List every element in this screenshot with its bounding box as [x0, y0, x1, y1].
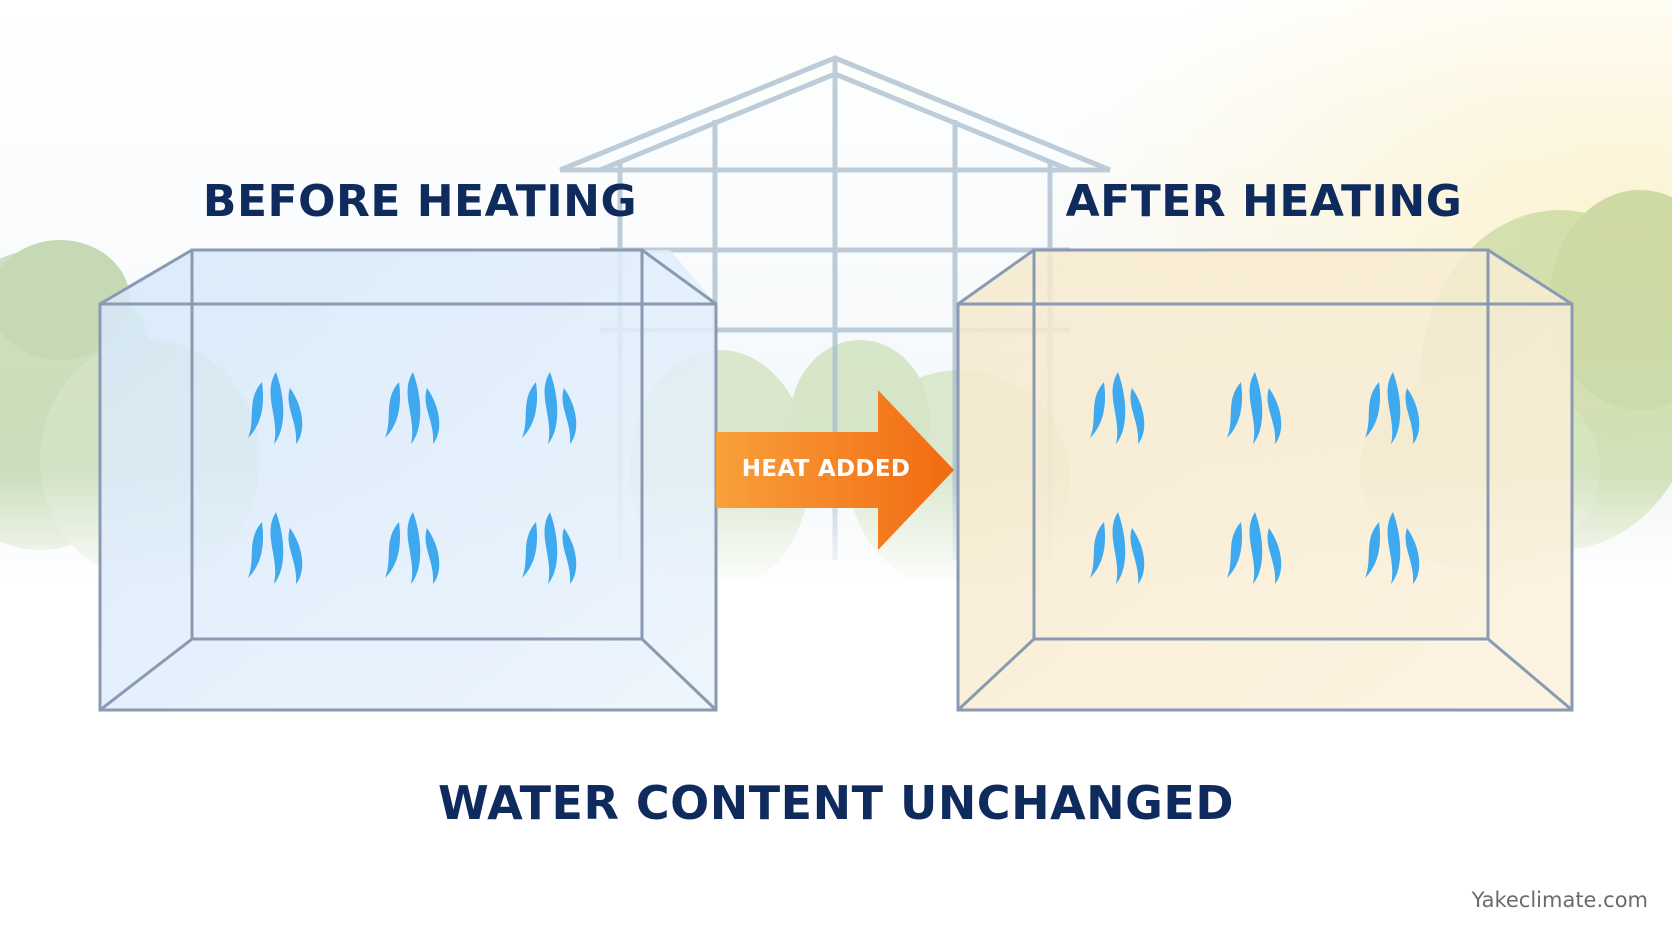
heat-arrow — [716, 390, 954, 550]
before-box — [98, 248, 718, 712]
after-box — [956, 248, 1574, 712]
after-heating-title: AFTER HEATING — [1065, 176, 1463, 227]
site-watermark: Yakeclimate.com — [1471, 888, 1648, 912]
water-content-caption: WATER CONTENT UNCHANGED — [437, 776, 1235, 830]
heat-added-label: HEAT ADDED — [741, 456, 911, 482]
before-heating-title: BEFORE HEATING — [202, 176, 638, 227]
